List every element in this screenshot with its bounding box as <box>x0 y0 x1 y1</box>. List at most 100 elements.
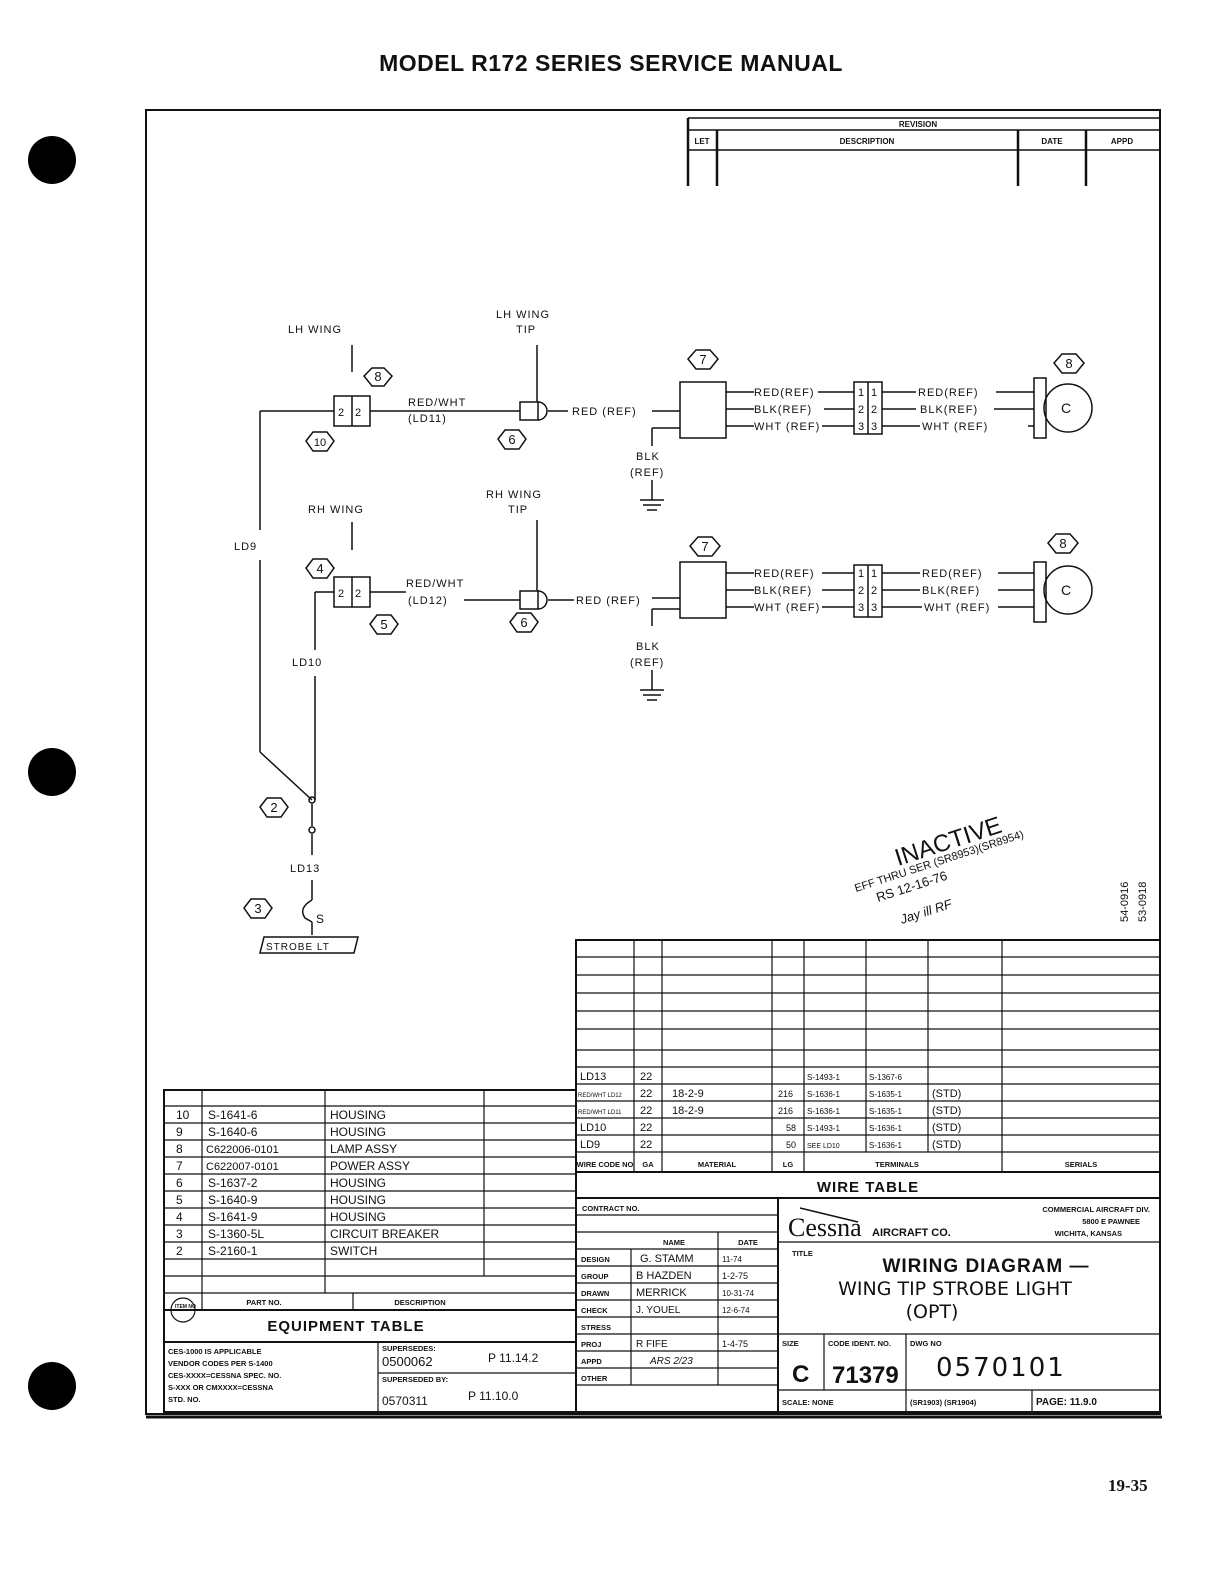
signoff-names: G. STAMM 11-74 B HAZDEN 1-2-75 MERRICK 1… <box>636 1253 755 1367</box>
circuit-wiring <box>259 345 1093 954</box>
wire-cell: S-1636-1 <box>807 1090 840 1099</box>
signoff-group-date: 1-2-75 <box>722 1271 748 1281</box>
equipment-cell: 10 <box>176 1108 190 1122</box>
wire-cell: S-1367-6 <box>869 1073 902 1082</box>
wire-cell: LD13 <box>580 1071 606 1083</box>
drawing-border <box>145 109 1162 1419</box>
equipment-cell: HOUSING <box>330 1193 386 1207</box>
wire-table-header: WIRE CODE NO GA MATERIAL LG TERMINALS SE… <box>577 1160 1098 1169</box>
label-wht-ref-lamp-rh: WHT (REF) <box>924 602 990 614</box>
equipment-cell: S-1641-9 <box>208 1210 258 1224</box>
wire-cell: LD9 <box>580 1139 600 1151</box>
equipment-row: 8 C622006-0101 LAMP ASSY <box>176 1142 397 1156</box>
revision-title: REVISION <box>899 120 937 129</box>
lamp-rh-c: C <box>1061 582 1072 598</box>
equipment-cell: C622007-0101 <box>206 1161 279 1173</box>
balloon-8-rh: 8 <box>1059 536 1066 551</box>
signoff-drawn: DRAWN <box>581 1289 609 1298</box>
wire-cell: (STD) <box>932 1088 961 1100</box>
equipment-col-desc: DESCRIPTION <box>394 1298 445 1307</box>
balloon-4: 4 <box>316 561 323 576</box>
wire-cell: S-1493-1 <box>807 1073 840 1082</box>
pin-rh-b1: 1 <box>871 568 878 580</box>
balloon-9: 8 <box>374 369 381 384</box>
note-line-4: S-XXX OR CMXXXX=CESSNA <box>168 1383 274 1392</box>
label-red-ref-pa-lh: RED(REF) <box>754 387 815 399</box>
equipment-row: 10 S-1641-6 HOUSING <box>176 1108 386 1122</box>
wire-cell: 22 <box>640 1071 652 1083</box>
wire-row: RED/WHT LD11 22 18-2-9 216 S-1636-1 S-16… <box>578 1105 961 1117</box>
wire-col-terminals: TERMINALS <box>875 1160 919 1169</box>
supersedes-values: 0500062 P 11.14.2 0570311 P 11.10.0 <box>382 1351 539 1408</box>
label-red-ref-lamp-lh: RED(REF) <box>918 387 979 399</box>
balloon-5: 5 <box>380 617 387 632</box>
label-ld12: (LD12) <box>408 595 448 607</box>
signoff-proj: PROJ <box>581 1340 601 1349</box>
pin-lh-b2: 2 <box>871 404 878 416</box>
wire-cell: S-1636-1 <box>807 1107 840 1116</box>
label-blk-ref-lh: (REF) <box>630 467 664 479</box>
label-blk-ref-pa-lh: BLK(REF) <box>754 404 812 416</box>
signoff-col-name: NAME <box>663 1238 685 1247</box>
wire-row: LD13 22 S-1493-1 S-1367-6 <box>580 1071 902 1083</box>
wire-cell: (STD) <box>932 1139 961 1151</box>
balloon-6-rh: 6 <box>520 615 527 630</box>
equipment-row: 7 C622007-0101 POWER ASSY <box>176 1159 410 1173</box>
signoff-design-date: 11-74 <box>722 1255 742 1264</box>
balloon-6-lh: 6 <box>508 432 515 447</box>
wire-table-rows: LD13 22 S-1493-1 S-1367-6 RED/WHT LD12 2… <box>578 1071 961 1151</box>
equipment-table-grid <box>163 1089 577 1413</box>
equipment-cell: 8 <box>176 1142 183 1156</box>
wire-row: LD10 22 58 S-1493-1 S-1636-1 (STD) <box>580 1122 961 1134</box>
title-line-3: (OPT) <box>906 1301 959 1323</box>
equipment-cell: C622006-0101 <box>206 1144 279 1156</box>
equipment-row: 3 S-1360-5L CIRCUIT BREAKER <box>176 1227 439 1241</box>
equipment-cell: HOUSING <box>330 1125 386 1139</box>
equipment-cell: 9 <box>176 1125 183 1139</box>
equipment-cell: SWITCH <box>330 1244 377 1258</box>
equipment-row: 9 S-1640-6 HOUSING <box>176 1125 386 1139</box>
contract-no-label: CONTRACT NO. <box>582 1204 640 1213</box>
signoff-col-date: DATE <box>738 1238 758 1247</box>
equipment-col-part: PART NO. <box>246 1298 281 1307</box>
signoff-group-name: B HAZDEN <box>636 1270 692 1282</box>
pin-lh-b3: 3 <box>871 421 878 433</box>
pin-rh-h2: 2 <box>355 588 362 600</box>
note-line-1: CES-1000 IS APPLICABLE <box>168 1347 262 1356</box>
equipment-row: 4 S-1641-9 HOUSING <box>176 1210 386 1224</box>
signoff-appd: APPD <box>581 1357 602 1366</box>
label-ld13: LD13 <box>290 863 320 875</box>
label-red-ref-lh: RED (REF) <box>572 406 637 418</box>
side-ref-1: 54-0916 <box>1119 882 1131 922</box>
equipment-cell: HOUSING <box>330 1210 386 1224</box>
wire-cell: 18-2-9 <box>672 1105 704 1117</box>
note-line-2: VENDOR CODES PER S-1400 <box>168 1359 273 1368</box>
wire-cell: 22 <box>640 1105 652 1117</box>
binder-hole-middle <box>28 748 76 796</box>
label-rh-wing: RH WING <box>308 504 364 516</box>
wire-cell: LD10 <box>580 1122 606 1134</box>
equipment-cell: S-1360-5L <box>208 1227 264 1241</box>
signoff-check-date: 12-6-74 <box>722 1306 750 1315</box>
label-ld11: (LD11) <box>408 413 447 425</box>
pin-lh-h1: 2 <box>338 407 345 419</box>
equipment-table-title: EQUIPMENT TABLE <box>267 1318 424 1335</box>
signoff-appd-name: ARS 2/23 <box>649 1356 693 1367</box>
label-rh-wing-tip-2: TIP <box>508 504 528 516</box>
label-red-ref-pa-rh: RED(REF) <box>754 568 815 580</box>
signoff-drawn-date: 10-31-74 <box>722 1289 755 1298</box>
equipment-row: 6 S-1637-2 HOUSING <box>176 1176 386 1190</box>
item-balloons <box>243 349 1085 919</box>
wire-cell: SEE LD10 <box>807 1143 840 1150</box>
revision-col-date: DATE <box>1041 137 1063 146</box>
division-line-3: WICHITA, KANSAS <box>1055 1229 1122 1238</box>
circuit-labels: LH WING LH WING TIP RH WING RH WING TIP … <box>234 309 1072 953</box>
page-header: MODEL R172 SERIES SERVICE MANUAL <box>379 50 843 76</box>
title-block-grid <box>575 1197 1161 1413</box>
equipment-cell: POWER ASSY <box>330 1159 410 1173</box>
wire-cell: S-1636-1 <box>869 1141 902 1150</box>
vendor-notes: CES-1000 IS APPLICABLE VENDOR CODES PER … <box>168 1344 448 1404</box>
equipment-table-rows: 10 S-1641-6 HOUSING 9 S-1640-6 HOUSING 8… <box>176 1108 439 1258</box>
equipment-cell: S-1637-2 <box>208 1176 258 1190</box>
equipment-row: 5 S-1640-9 HOUSING <box>176 1193 386 1207</box>
